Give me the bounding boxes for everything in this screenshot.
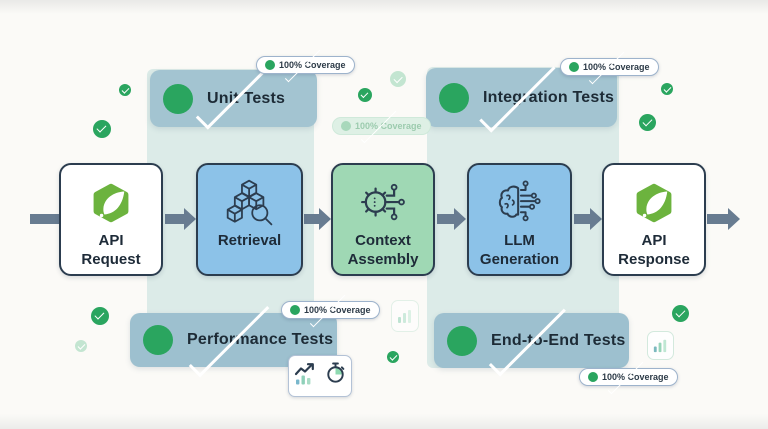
check-icon <box>91 307 109 325</box>
check-icon <box>439 82 469 113</box>
badge-end-to-end-tests: End-to-End Tests <box>434 313 629 368</box>
flow-node-api-response: API Response <box>602 163 706 276</box>
flow-arrow-out <box>707 208 740 230</box>
flow-node-label: API Request <box>81 232 141 268</box>
coverage-pill-integration: 100% Coverage <box>560 58 659 76</box>
check-icon <box>387 351 399 363</box>
stopwatch-icon <box>323 361 348 391</box>
coverage-label: 100% Coverage <box>602 372 669 382</box>
flow-arrow-in <box>30 214 59 224</box>
badge-integration-tests: Integration Tests <box>426 68 617 127</box>
flow-node-label: Context Assembly <box>347 232 419 268</box>
coverage-pill-unit: 100% Coverage <box>256 56 355 74</box>
flow-node-context-assembly: Context Assembly <box>331 163 435 276</box>
flow-node-api-request: API Request <box>59 163 163 276</box>
coverage-label: 100% Coverage <box>583 62 650 72</box>
flow-node-label: LLM Generation <box>479 232 560 268</box>
flow-arrow <box>165 208 196 230</box>
check-icon <box>447 325 477 356</box>
coverage-label: 100% Coverage <box>279 60 346 70</box>
cubes-search-icon <box>225 176 275 230</box>
coverage-label: 100% Coverage <box>304 305 371 315</box>
flow-node-llm-generation: LLM Generation <box>467 163 572 276</box>
spring-logo-icon <box>631 176 677 230</box>
check-icon <box>588 372 598 382</box>
check-icon <box>75 340 87 352</box>
flow-node-label: API Response <box>618 232 690 268</box>
brain-circuit-icon <box>495 176 545 230</box>
flow-arrow <box>304 208 331 230</box>
flow-node-label: Retrieval <box>217 232 282 249</box>
bar-chart-icon <box>647 331 674 360</box>
check-icon <box>265 60 275 70</box>
check-icon <box>290 305 300 315</box>
check-icon <box>390 71 406 87</box>
check-icon <box>93 120 111 138</box>
spring-logo-icon <box>88 176 134 230</box>
bar-chart-icon <box>391 300 419 332</box>
coverage-pill-e2e: 100% Coverage <box>579 368 678 386</box>
flow-arrow <box>437 208 466 230</box>
performance-metrics-card <box>288 355 352 397</box>
trend-chart-icon <box>293 361 319 392</box>
check-icon <box>341 121 351 131</box>
check-icon <box>143 325 173 355</box>
coverage-pill-performance: 100% Coverage <box>281 301 380 319</box>
gear-circuit-icon <box>358 176 408 230</box>
check-icon <box>661 83 673 95</box>
badge-unit-tests: Unit Tests <box>150 70 317 127</box>
check-icon <box>119 84 131 96</box>
flow-arrow <box>574 208 602 230</box>
check-icon <box>569 62 579 72</box>
coverage-label: 100% Coverage <box>355 121 422 131</box>
check-icon <box>639 114 656 131</box>
flow-node-retrieval: Retrieval <box>196 163 303 276</box>
coverage-pill-faded: 100% Coverage <box>332 117 431 135</box>
check-icon <box>163 83 193 114</box>
check-icon <box>358 88 372 102</box>
check-icon <box>672 305 689 322</box>
